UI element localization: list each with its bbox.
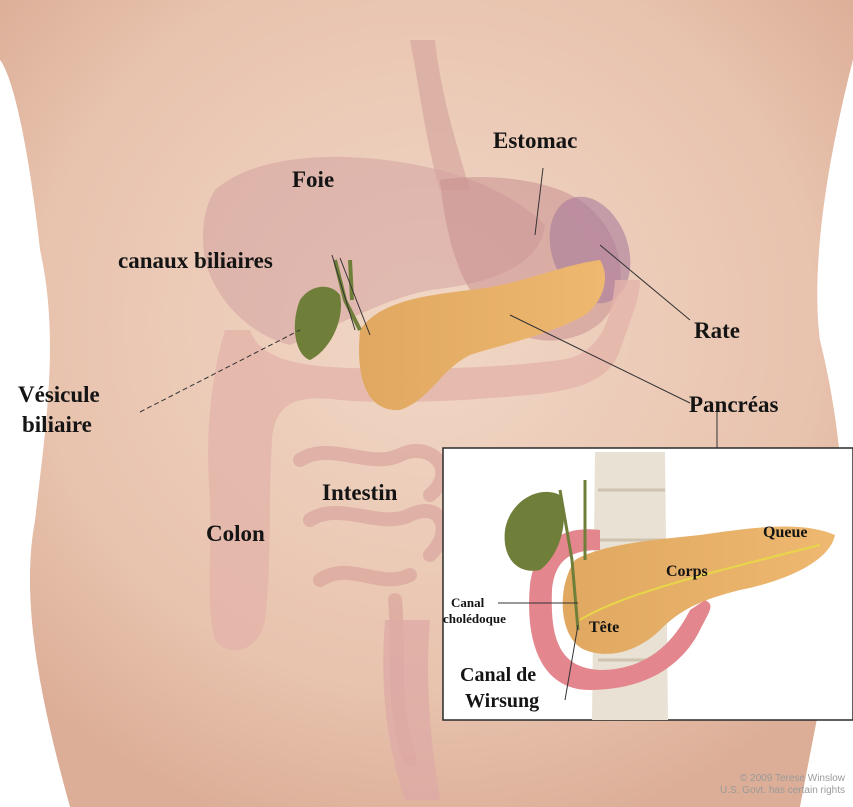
copyright-line2: U.S. Govt. has certain rights [720,785,845,797]
label-intestin: Intestin [322,480,397,505]
label-vesicule-line2: biliaire [22,412,92,437]
label-foie: Foie [292,167,334,192]
inset-label-tete: Tête [589,619,619,637]
inset-label-corps: Corps [666,563,708,581]
label-pancreas: Pancréas [689,392,778,417]
inset-label-canal-line1: Canal [451,596,484,610]
label-colon: Colon [206,521,265,546]
inset-label-queue: Queue [763,524,807,542]
label-canaux-biliaires: canaux biliaires [118,248,273,273]
inset-label-wirsung-line1: Canal de [460,664,536,686]
label-rate: Rate [694,318,740,343]
label-estomac: Estomac [493,128,577,153]
inset-label-wirsung-line2: Wirsung [465,690,539,712]
label-vesicule-line1: Vésicule [18,382,100,407]
copyright-line1: © 2009 Terese Winslow [720,773,845,785]
copyright: © 2009 Terese Winslow U.S. Govt. has cer… [720,773,845,796]
inset-label-canal-line2: cholédoque [443,612,506,626]
